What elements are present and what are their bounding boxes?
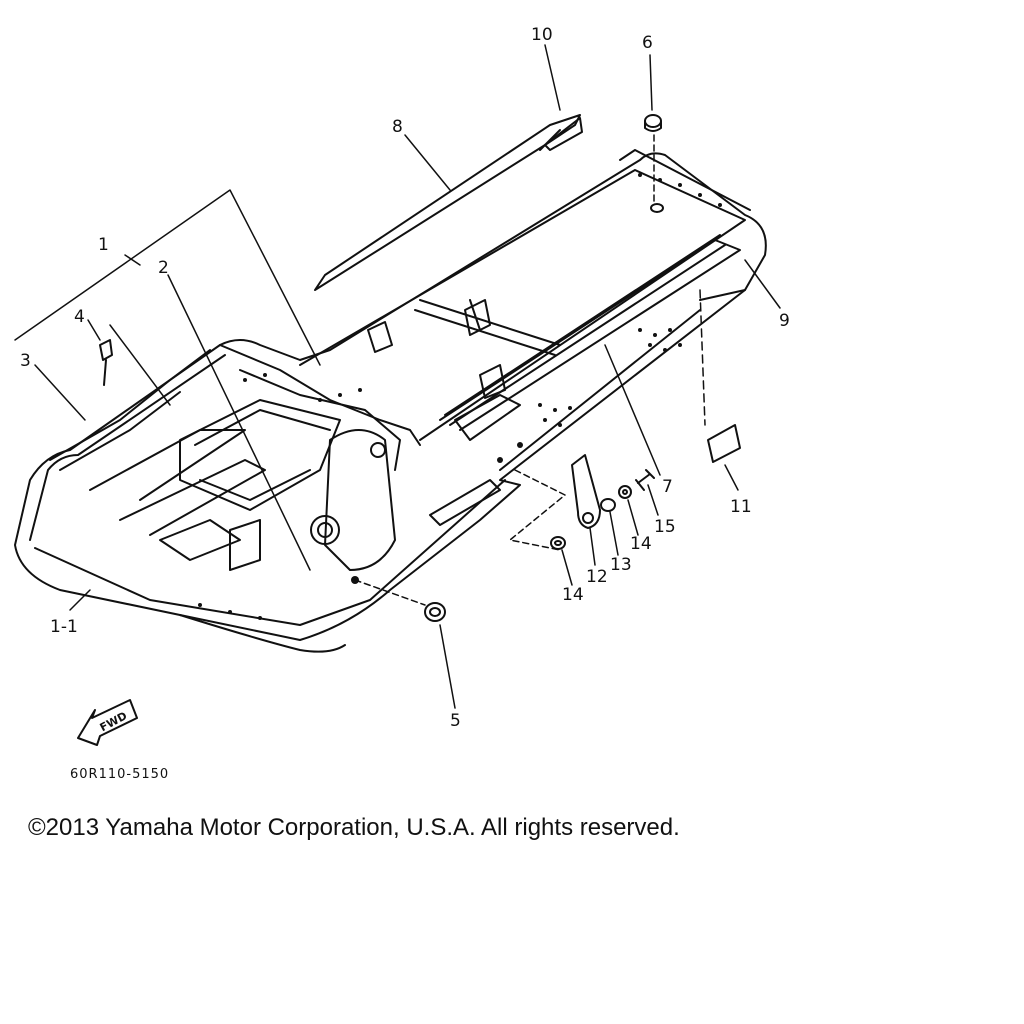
part-15-bolt [635,469,655,491]
callout-11: 11 [730,497,752,517]
leader-lines [14,44,781,709]
callout-5: 5 [450,711,461,731]
callout-12: 12 [586,567,608,587]
callout-8: 8 [392,117,403,137]
part-5-grommet [424,602,446,622]
callout-15: 15 [654,517,676,537]
rivet-holes [198,173,722,620]
part-code: 60R110-5150 [70,767,169,782]
part-13-spacer [600,498,616,512]
part-6-cap [644,114,662,128]
callout-3: 3 [20,351,31,371]
copyright-notice: ©2013 Yamaha Motor Corporation, U.S.A. A… [28,814,680,841]
frame-body [14,149,767,653]
part-10-strip-end [544,117,583,151]
part-12-lever [571,454,601,529]
callout-4: 4 [74,307,85,327]
part-14-washer-lower [550,536,566,550]
callout-13: 13 [610,555,632,575]
callout-1-1: 1-1 [50,617,78,637]
callout-6: 6 [642,33,653,53]
callout-9: 9 [779,311,790,331]
part-11-label [707,424,741,463]
part-14-washer-upper [618,485,632,499]
callout-1: 1 [98,235,109,255]
callout-14-upper: 14 [630,534,652,554]
callout-2: 2 [158,258,169,278]
part-4-bolt [99,339,113,386]
fwd-arrow-icon [77,699,138,746]
parts-diagram: 1 1-1 2 3 4 5 6 7 8 9 10 11 12 13 14 14 … [14,25,790,782]
callout-10: 10 [531,25,553,45]
callout-7: 7 [662,477,673,497]
callout-14-lower: 14 [562,585,584,605]
part-8-rail-cover [314,114,581,291]
